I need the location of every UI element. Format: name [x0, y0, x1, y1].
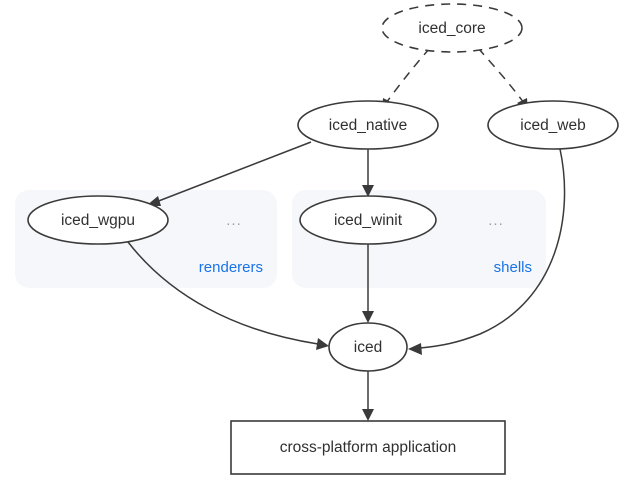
node-label: iced: [354, 339, 382, 356]
cluster-label-shells: shells: [494, 259, 532, 276]
node-iced-winit[interactable]: iced_winit: [299, 195, 437, 245]
node-iced[interactable]: iced: [328, 322, 408, 372]
node-cross-platform-application[interactable]: cross-platform application: [230, 420, 506, 475]
node-shape-ellipse[interactable]: [487, 100, 619, 150]
node-label: cross-platform application: [280, 439, 457, 456]
arrowhead-icon: [408, 343, 422, 355]
node-iced-web[interactable]: iced_web: [487, 100, 619, 150]
node-label: iced_web: [520, 117, 586, 134]
arrowhead-icon: [362, 311, 374, 323]
cluster-label-renderers: renderers: [199, 259, 263, 276]
node-shape-ellipse[interactable]: [299, 195, 437, 245]
node-iced-native[interactable]: iced_native: [297, 100, 439, 150]
node-group: iced_core iced_native iced_web iced_wgpu…: [27, 3, 619, 475]
edge-iced_native-to-iced_winit: [362, 149, 374, 197]
node-iced-core[interactable]: iced_core: [381, 3, 523, 53]
arrowhead-icon: [362, 185, 374, 197]
ellipsis-node-shells: ...: [488, 212, 504, 229]
node-shape-ellipse[interactable]: [27, 195, 169, 245]
edge-iced-to-application: [362, 371, 374, 421]
node-label: iced_core: [418, 20, 485, 37]
edge-line: [477, 47, 525, 104]
ellipsis-node-group: ... ...: [226, 212, 504, 229]
node-shape-ellipse[interactable]: [297, 100, 439, 150]
node-label: iced_winit: [334, 212, 403, 229]
ellipsis-node-renderers: ...: [226, 212, 242, 229]
edge-line: [419, 148, 566, 349]
node-label: iced_wgpu: [61, 212, 135, 229]
node-shape-rect[interactable]: [230, 420, 506, 475]
edge-line: [155, 141, 312, 203]
node-iced-wgpu[interactable]: iced_wgpu: [27, 195, 169, 245]
arrowhead-icon: [362, 409, 374, 421]
edge-iced_core-to-iced_web: [477, 47, 528, 111]
edge-iced_web-to-iced: [408, 148, 566, 355]
node-shape-ellipse[interactable]: [328, 322, 408, 372]
edge-line: [385, 47, 431, 104]
edge-iced_wgpu-to-iced: [127, 241, 329, 350]
edge-iced_winit-to-iced: [362, 244, 374, 323]
node-label: iced_native: [329, 117, 407, 134]
arrowhead-icon: [316, 338, 329, 350]
edge-line: [127, 241, 319, 345]
node-shape-ellipse[interactable]: [381, 3, 523, 53]
